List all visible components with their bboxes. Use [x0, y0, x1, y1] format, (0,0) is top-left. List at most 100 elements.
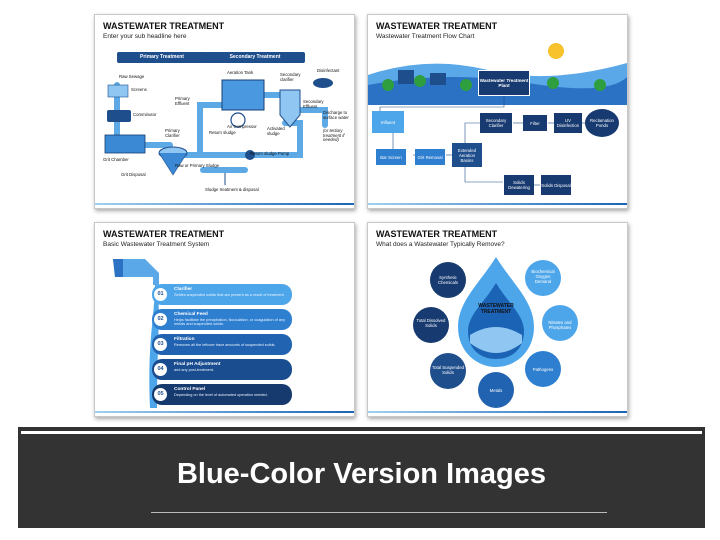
- node-extended-aeration: Extended Aeration Basins: [452, 143, 482, 167]
- node-secondary-clarifier: Secondary Clarifier: [480, 113, 512, 133]
- slide-title: WASTEWATER TREATMENT: [103, 229, 225, 239]
- process-diagram: [104, 78, 333, 185]
- house-icon: [430, 73, 446, 85]
- item-bod: Biochemical Oxygen Demand: [531, 269, 555, 284]
- node-reclamation: Reclamation Ponds: [585, 109, 619, 137]
- label-sludge-disposal: Sludge treatment & disposal: [205, 187, 259, 192]
- item-bubble: [478, 372, 514, 408]
- slide-what-removes[interactable]: WASTEWATER TREATMENT What does a Wastewa…: [367, 222, 628, 417]
- tree-icon: [547, 77, 559, 89]
- slide-title: WASTEWATER TREATMENT: [376, 229, 498, 239]
- step-title: Control Panel: [174, 387, 206, 392]
- version-banner: Blue-Color Version Images: [21, 431, 702, 528]
- slide-title: WASTEWATER TREATMENT: [376, 21, 498, 31]
- item-pathogens: Pathogens: [532, 367, 554, 372]
- label-primary-effluent: Primary Effluent: [175, 96, 190, 106]
- disinfectant-unit: [313, 78, 333, 88]
- label-discharge: Discharge to surface water: [323, 110, 349, 120]
- label-secondary-clarifier: Secondary clarifier: [280, 72, 301, 82]
- slide-accent-line: [95, 203, 354, 205]
- item-synthetic: Synthetic Chemicals: [437, 275, 459, 285]
- item-nitrates: Nitrates and Phosphates: [548, 320, 572, 330]
- grit-chamber-unit: [104, 134, 146, 154]
- step-item: 04 Final pH Adjustment and any post-trea…: [152, 359, 292, 380]
- item-bubble: [430, 353, 466, 389]
- step-desc: Depending on the level of automated oper…: [174, 393, 268, 397]
- item-bubble: [430, 262, 466, 298]
- slide-primary-secondary-diagram[interactable]: WASTEWATER TREATMENT Enter your sub head…: [94, 14, 355, 209]
- slide-accent-line: [368, 203, 627, 205]
- tab-secondary-treatment: Secondary Treatment: [205, 52, 305, 63]
- item-total-suspended: Total Suspended Solids: [432, 365, 465, 375]
- label-raw-sewage: Raw Sewage: [119, 74, 145, 79]
- slide-title: WASTEWATER TREATMENT: [103, 21, 225, 31]
- item-metals: Metals: [489, 388, 503, 393]
- label-activated-sludge: Activated sludge: [267, 126, 285, 136]
- step-number: 05: [154, 388, 167, 401]
- plant-box: Wastewater Treatment Plant: [478, 70, 530, 96]
- step-desc: Helps facilitate the precipitation, floc…: [174, 318, 286, 327]
- label-return-pump: Return sludge Pump: [250, 151, 290, 156]
- slide-subtitle: Wastewater Treatment Flow Chart: [376, 33, 475, 40]
- step-desc: and any post-treatment.: [174, 368, 215, 372]
- label-grit-chamber: Grit Chamber: [103, 157, 129, 162]
- center-label: WASTEWATER TREATMENT: [478, 303, 514, 315]
- aeration-tank-unit: [221, 79, 265, 111]
- house-icon: [398, 70, 414, 84]
- step-number: 02: [154, 313, 167, 326]
- label-comminutor: Comminutor: [133, 112, 157, 117]
- tree-icon: [382, 79, 394, 91]
- node-filter: Filter: [523, 115, 547, 131]
- step-number: 03: [154, 338, 167, 351]
- screens-unit: [107, 84, 129, 98]
- step-number: 01: [154, 288, 167, 301]
- label-air-compressor: Air Compressor: [227, 124, 257, 129]
- label-grit-disposal: Grit Disposal: [121, 172, 146, 177]
- sun-icon: [548, 43, 564, 59]
- label-tertiary: (or tertiary treatment if needed): [323, 128, 345, 143]
- return-pump-unit: [245, 150, 255, 160]
- label-secondary-effluent: Secondary Effluent: [303, 99, 324, 109]
- label-raw-primary-sludge: Raw or Primary Sludge: [175, 163, 220, 168]
- step-item: 01 Clarifier Settles suspended solids th…: [152, 284, 292, 305]
- slide-subtitle: Enter your sub headline here: [103, 33, 187, 40]
- item-bubble: [525, 351, 561, 387]
- label-aeration-tank: Aeration Tank: [227, 70, 254, 75]
- step-item: 05 Control Panel Depending on the level …: [152, 384, 292, 405]
- item-bubble: [525, 260, 561, 296]
- label-primary-clarifier: Primary Clarifier: [165, 128, 180, 138]
- tree-icon: [414, 75, 426, 87]
- tree-icon: [594, 79, 606, 91]
- node-solids-dewatering: Solids Dewatering: [504, 175, 534, 195]
- node-bar-screen: Bar Screen: [376, 149, 406, 165]
- item-bubble: [413, 307, 449, 343]
- slide-accent-line: [95, 411, 354, 413]
- slide-flow-chart[interactable]: WASTEWATER TREATMENT Wastewater Treatmen…: [367, 14, 628, 209]
- node-uv: UV Disinfection: [554, 113, 582, 133]
- node-influent: Influent: [372, 111, 404, 133]
- label-screens: Screens: [131, 87, 147, 92]
- step-number: 04: [154, 363, 167, 376]
- step-item: 03 Filtration Removes all the leftover t…: [152, 334, 292, 355]
- slide-accent-line: [368, 411, 627, 413]
- water-drop-diagram: [413, 257, 578, 408]
- label-return-sludge: Return sludge: [209, 130, 236, 135]
- step-desc: Settles suspended solids that are presen…: [174, 293, 285, 297]
- label-disinfectant: Disinfectant: [317, 68, 340, 73]
- item-bubble: [542, 305, 578, 341]
- step-desc: Removes all the leftover trace amounts o…: [174, 343, 276, 347]
- item-total-dissolved: Total Dissolved Solids: [416, 318, 446, 328]
- secondary-clarifier-unit: [279, 89, 301, 128]
- slide-subtitle: Basic Wastewater Treatment System: [103, 241, 210, 248]
- banner-title: Blue-Color Version Images: [176, 458, 547, 490]
- banner-divider: [151, 512, 607, 513]
- landscape-illustration: [368, 43, 627, 186]
- step-item: 02 Chemical Feed Helps facilitate the pr…: [152, 309, 292, 330]
- comminutor-unit: [107, 110, 131, 122]
- slide-subtitle: What does a Wastewater Typically Remove?: [376, 241, 505, 248]
- node-grit-removal: Grit Removal: [415, 149, 445, 165]
- node-solids-disposal: Solids Disposal: [541, 175, 571, 195]
- step-title: Clarifier: [174, 287, 193, 292]
- step-title: Chemical Feed: [174, 312, 208, 317]
- tab-primary-treatment: Primary Treatment: [117, 52, 207, 63]
